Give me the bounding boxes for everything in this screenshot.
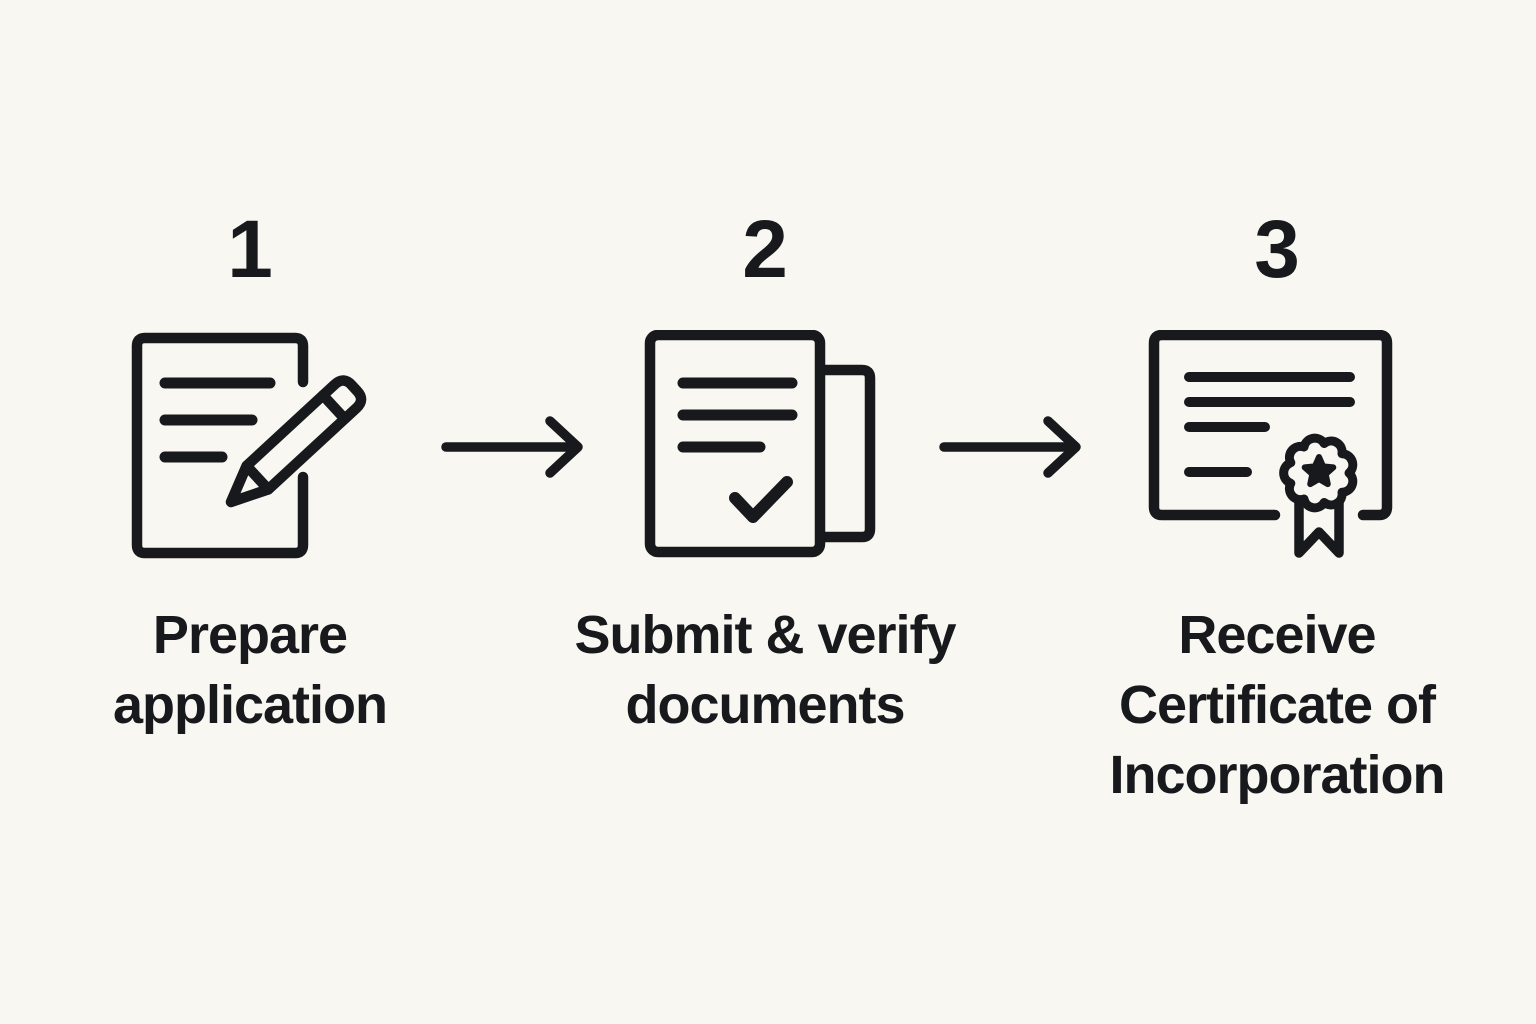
step-number: 3 (1254, 204, 1300, 295)
arrow-right-icon (440, 412, 588, 482)
certificate-ribbon-icon (1147, 330, 1407, 570)
document-pencil-icon (125, 330, 375, 570)
step-label: Prepare application (112, 605, 388, 735)
arrow-right-icon (938, 412, 1086, 482)
step-label: Receive Certificate of Incorporation (1109, 605, 1446, 805)
step-label: Submit & verify documents (574, 605, 956, 735)
step-receive-certificate: 3 Receive Certificate of Incorporation (1057, 205, 1497, 810)
step-prepare-application: 1 Prepare application (30, 205, 470, 740)
step-number: 2 (742, 204, 788, 295)
step-submit-verify: 2 Submit & verify documents (545, 205, 985, 740)
step-number: 1 (227, 204, 273, 295)
documents-checkmark-icon (640, 330, 890, 570)
